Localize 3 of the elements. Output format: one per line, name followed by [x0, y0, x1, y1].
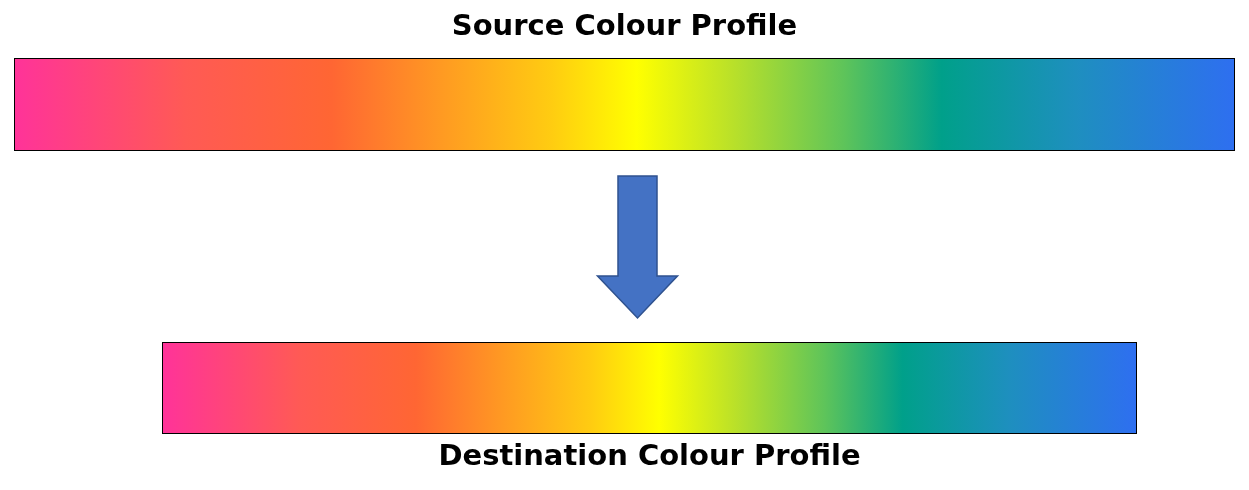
profile-heading: Source Colour Profile	[450, 8, 799, 42]
block-arrow	[595, 175, 680, 320]
profile-heading: Destination Colour Profile	[437, 438, 862, 472]
